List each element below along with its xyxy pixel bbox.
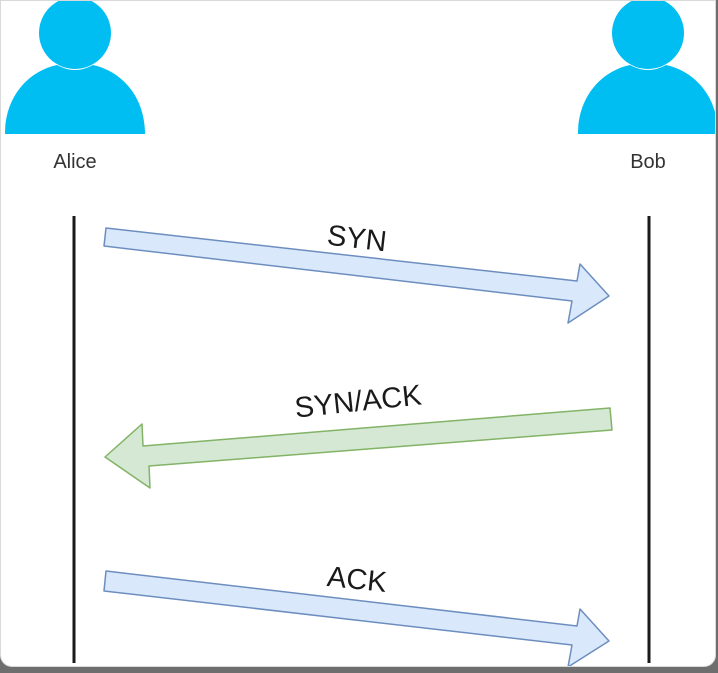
ack-label: ACK (326, 561, 389, 599)
user-icon (578, 1, 715, 134)
alice-label: Alice (53, 151, 96, 173)
syn-ack-label: SYN/ACK (293, 379, 424, 424)
syn-ack-arrow (104, 407, 613, 489)
user-icon (5, 1, 145, 134)
syn-arrow (103, 227, 610, 324)
ack-arrow (103, 570, 610, 666)
syn-label: SYN (325, 220, 388, 259)
alice-actor: Alice (5, 1, 145, 173)
bob-label: Bob (630, 151, 666, 173)
bob-actor: Bob (578, 1, 715, 173)
